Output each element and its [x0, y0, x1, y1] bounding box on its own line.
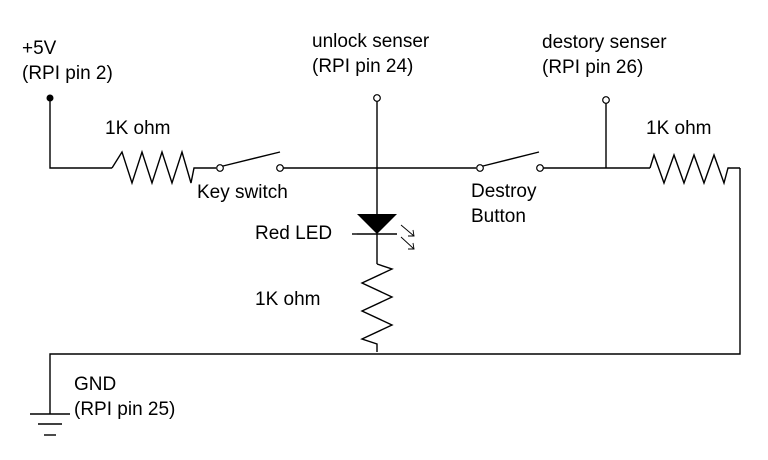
led-label: Red LED: [255, 223, 333, 244]
ground-symbol: [30, 413, 70, 436]
vcc-pin-label: (RPI pin 2): [22, 63, 113, 84]
destroy-button-symbol: [476, 151, 544, 172]
key-switch-symbol: [216, 151, 284, 172]
destroy-sensor-pin-label: (RPI pin 26): [542, 57, 644, 78]
key-switch-label: Key switch: [197, 182, 288, 203]
wire-ground-bus: [49, 168, 741, 414]
gnd-label: GND: [74, 374, 117, 395]
r1-value-label: 1K ohm: [105, 118, 171, 139]
destroy-terminal: [602, 96, 610, 104]
r2-value-label: 1K ohm: [255, 289, 321, 310]
destroy-button-label: Destroy: [471, 181, 537, 202]
destroy-button-label-2: Button: [471, 206, 526, 227]
resistor-r2: [360, 263, 394, 352]
vcc-label: +5V: [22, 38, 57, 59]
r3-value-label: 1K ohm: [646, 118, 712, 139]
unlock-sensor-pin-label: (RPI pin 24): [312, 56, 414, 77]
gnd-pin-label: (RPI pin 25): [74, 399, 176, 420]
wire-vcc-to-r1: [49, 98, 112, 169]
resistor-r3: [649, 152, 740, 186]
destroy-sensor-label: destory senser: [542, 32, 667, 53]
unlock-sensor-label: unlock senser: [312, 31, 430, 52]
led-symbol: [357, 214, 415, 264]
unlock-terminal: [373, 94, 381, 102]
light-emission-arrows-icon: [400, 224, 415, 250]
resistor-r1: [111, 149, 216, 186]
